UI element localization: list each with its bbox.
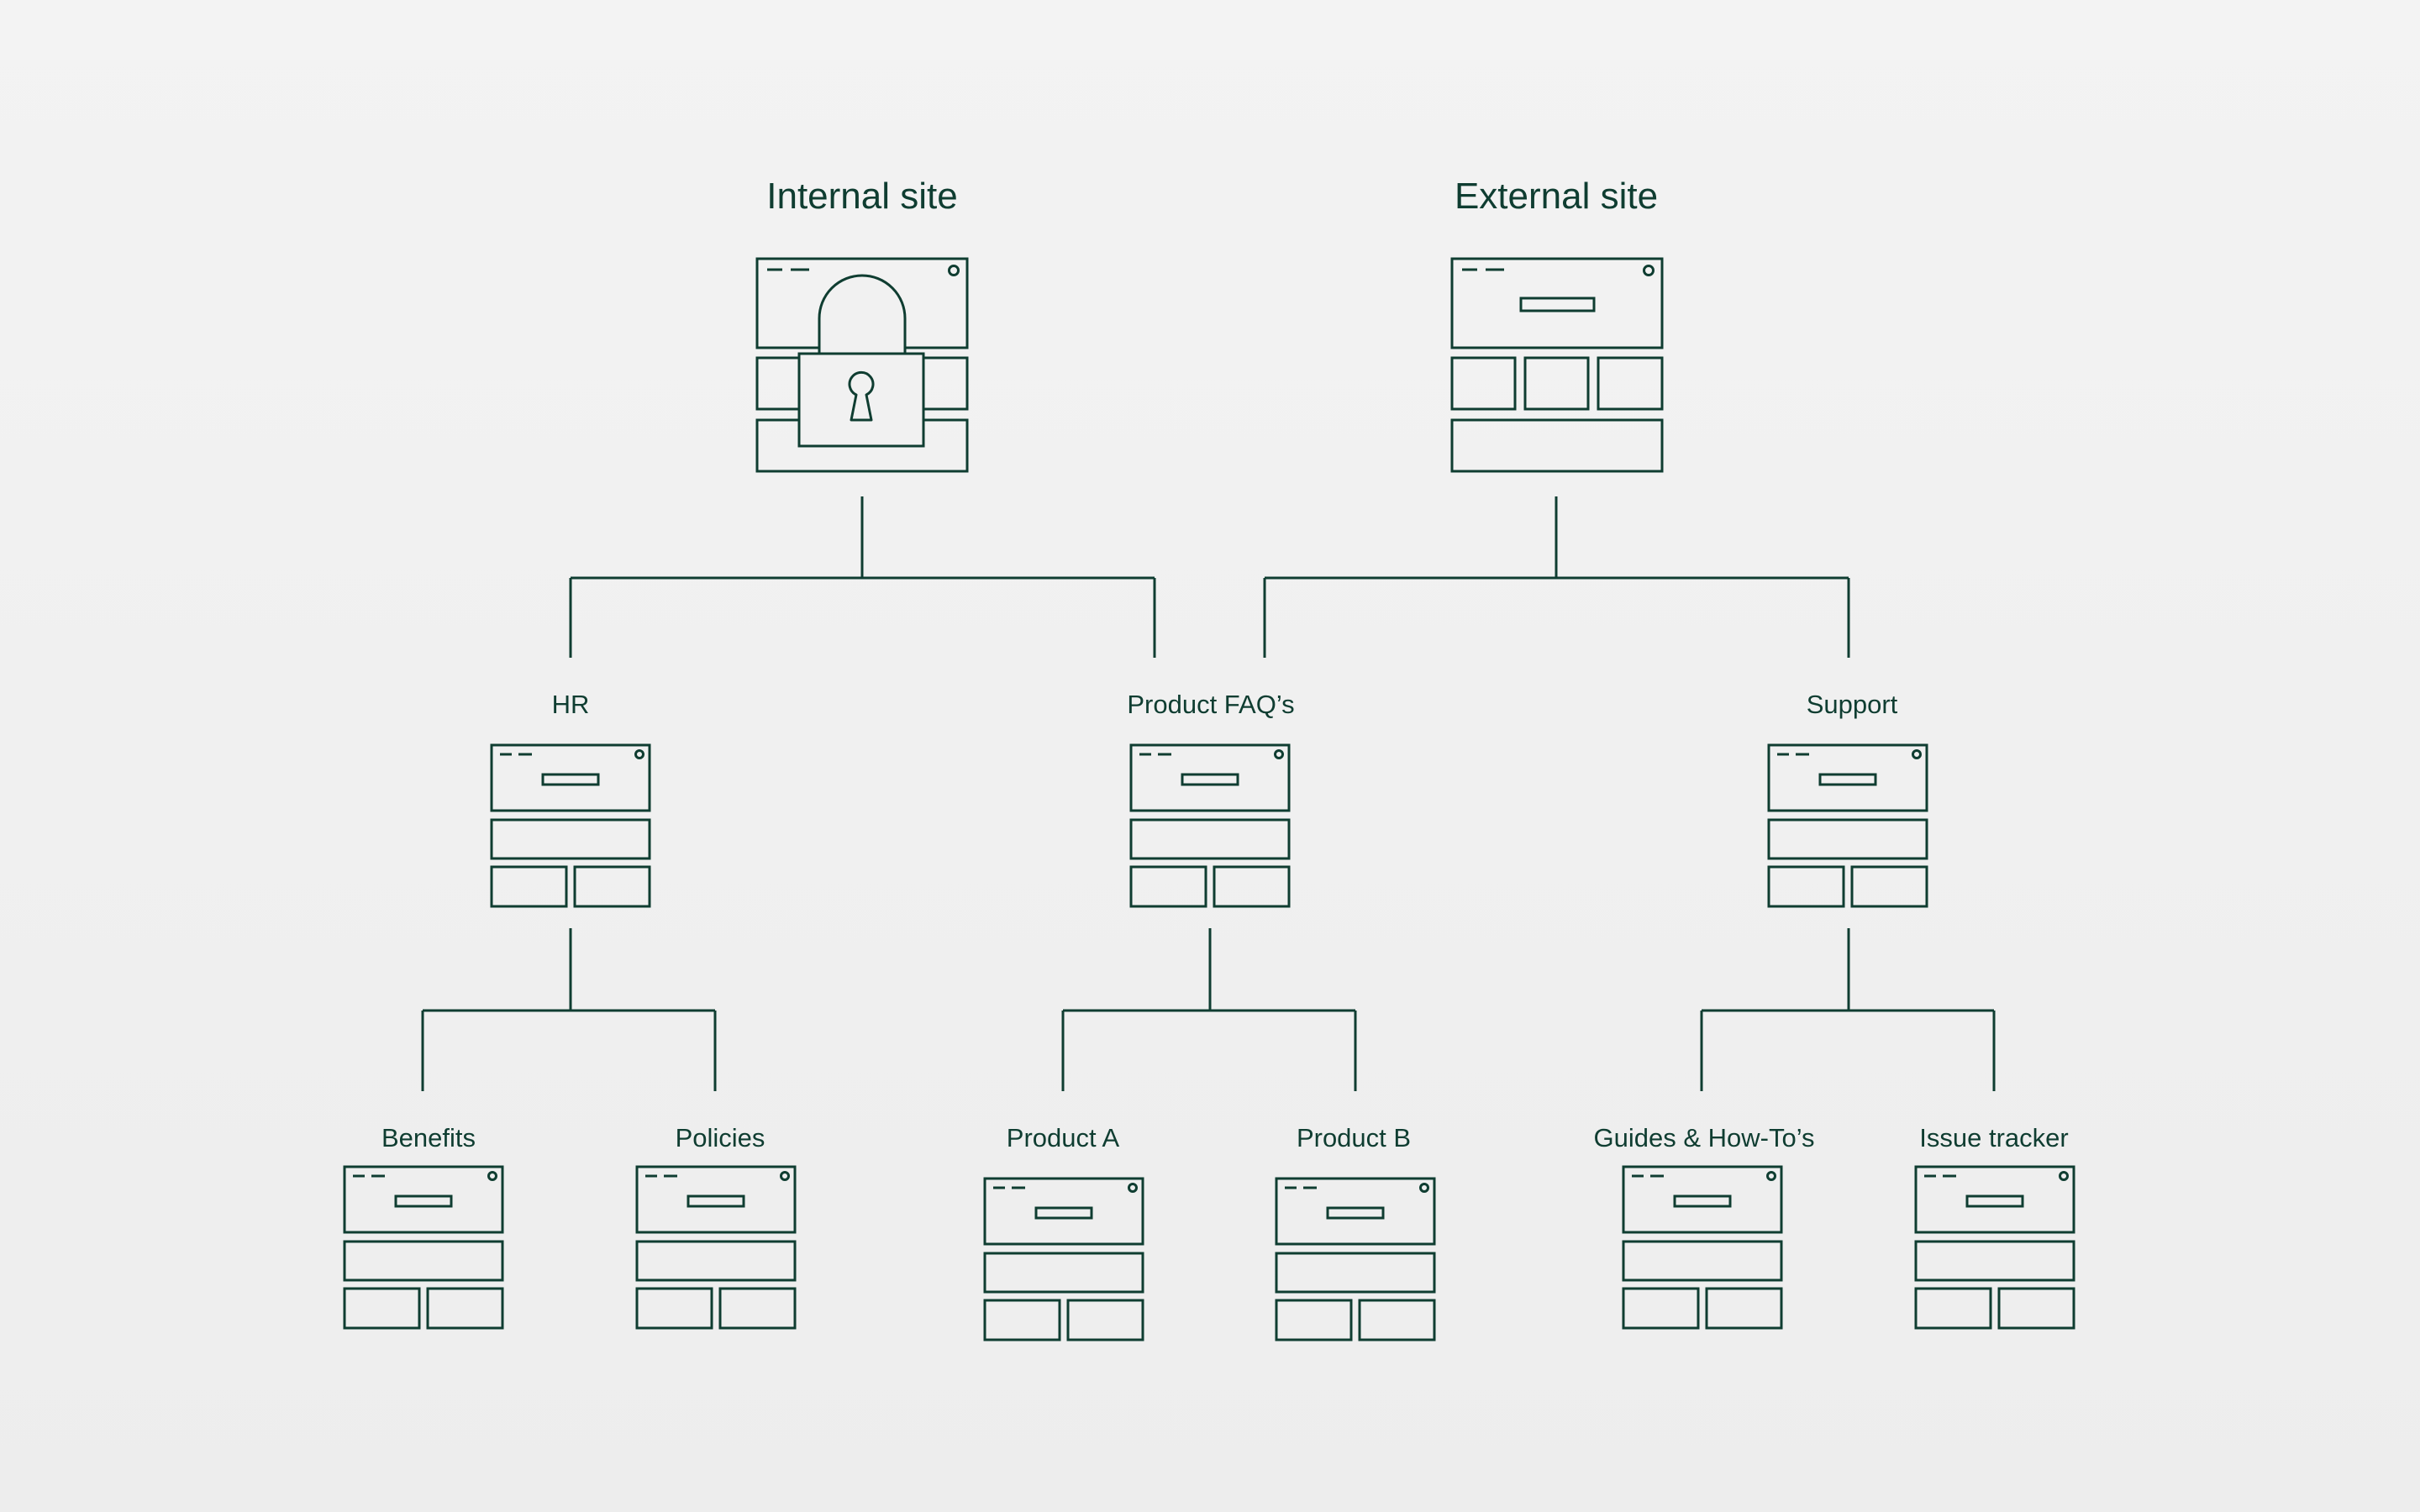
page-block-left [343,1287,421,1330]
page-search-bar [1519,297,1596,312]
page-dot [1766,1171,1776,1181]
page-block-right [573,865,651,908]
page-wide-block [1622,1240,1783,1282]
page-block-left [1275,1299,1353,1341]
page-dot [487,1171,497,1181]
page-dot [1274,749,1284,759]
page-search-bar [1965,1194,2024,1208]
product-a-label: Product A [1006,1123,1120,1152]
page-search-bar [1181,773,1239,786]
page-block-1 [1450,356,1517,411]
product-faqs-label: Product FAQ’s [1127,690,1295,719]
page-block-left [1622,1287,1700,1330]
page-block-left [1914,1287,1992,1330]
guides-label: Guides & How-To’s [1593,1123,1815,1152]
page-wide-block [1767,818,1928,860]
product-faqs-page-icon [1129,743,1291,908]
issue-tracker-label: Issue tracker [1919,1123,2069,1152]
page-dot [1128,1183,1138,1193]
guides-page-icon [1622,1165,1783,1330]
page-header-rect [1914,1165,2075,1234]
keyhole-icon [848,370,875,422]
page-block-right [1997,1287,2075,1330]
page-block-right [1705,1287,1783,1330]
issue-tracker-page-icon [1914,1165,2075,1330]
page-block-right [426,1287,504,1330]
page-dot [780,1171,790,1181]
page-dot [948,265,960,276]
page-header-rect [1129,743,1291,812]
page-block-left [1129,865,1207,908]
page-wide-block [1129,818,1291,860]
page-wide-block [1914,1240,2075,1282]
page-block-right [1213,865,1291,908]
page-search-bar [1673,1194,1732,1208]
product-b-label: Product B [1296,1123,1412,1152]
support-page-icon [1767,743,1928,908]
page-header-rect [490,743,651,812]
page-block-left [490,865,568,908]
page-wide-block [983,1252,1144,1294]
policies-label: Policies [675,1123,765,1152]
page-search-bar [541,773,600,786]
external-site-label: External site [1454,176,1659,217]
connector-lines [421,496,1996,1091]
page-search-bar [1326,1206,1385,1220]
page-block-right [1066,1299,1144,1341]
product-b-page-icon [1275,1177,1436,1341]
page-header-rect [1450,257,1664,349]
page-block-3 [1597,356,1664,411]
page-block-right [718,1287,797,1330]
page-block-left [1767,865,1845,908]
page-header-rect [1622,1165,1783,1234]
benefits-label: Benefits [381,1123,476,1152]
page-block-right [1850,865,1928,908]
page-dot [634,749,644,759]
page-block-right [1358,1299,1436,1341]
page-header-rect [1275,1177,1436,1246]
hr-label: HR [551,690,590,719]
page-header-rect [343,1165,504,1234]
web-page-icon [1450,257,1664,473]
page-header-rect [983,1177,1144,1246]
page-wide-block [1275,1252,1436,1294]
internal-site-label: Internal site [766,176,958,217]
page-search-bar [1034,1206,1093,1220]
page-dot [1643,265,1655,276]
page-dot [1912,749,1922,759]
lock-shackle [818,274,907,354]
page-wide-block [635,1240,797,1282]
page-header-rect [635,1165,797,1234]
lock-page-icon [755,257,969,473]
benefits-page-icon [343,1165,504,1330]
page-block-left [635,1287,713,1330]
page-dot [1419,1183,1429,1193]
hr-page-icon [490,743,651,908]
page-search-bar [1818,773,1877,786]
page-icons [343,257,2075,1341]
page-block-left [983,1299,1061,1341]
page-wide-block [343,1240,504,1282]
lock-body [797,352,925,448]
page-footer-block [1450,418,1664,473]
product-a-page-icon [983,1177,1144,1341]
page-block-2 [1523,356,1590,411]
page-header-rect [1767,743,1928,812]
page-wide-block [490,818,651,860]
page-search-bar [394,1194,453,1208]
page-search-bar [687,1194,745,1208]
policies-page-icon [635,1165,797,1330]
support-label: Support [1806,690,1898,719]
page-dot [2059,1171,2069,1181]
